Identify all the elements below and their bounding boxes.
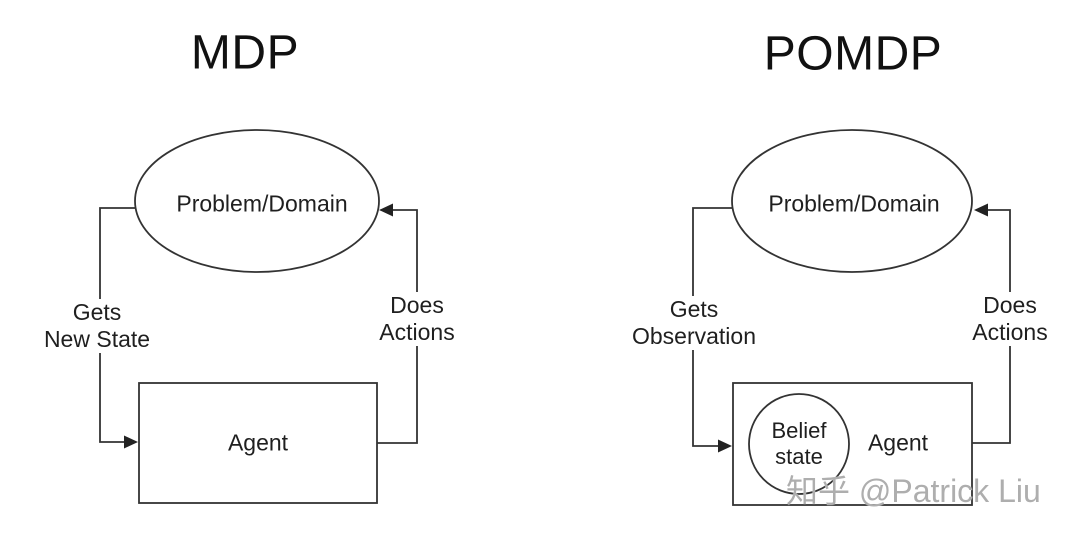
pomdp-gets-observation-line2: Observation — [631, 323, 757, 349]
mdp-agent-box — [138, 382, 378, 504]
pomdp-does-actions-line1: Does — [983, 292, 1037, 318]
zhihu-author-watermark: 知乎 @Patrick Liu — [786, 473, 1041, 509]
pomdp-gets-observation-label: Gets Observation — [628, 296, 760, 350]
mdp-agent-label: Agent — [227, 429, 289, 456]
mdp-does-actions-label: Does Actions — [376, 292, 458, 346]
mdp-gets-new-state-line2: New State — [43, 326, 151, 352]
pomdp-belief-state-line1: Belief — [771, 418, 827, 443]
pomdp-belief-state-label: Belief state — [771, 418, 826, 470]
mdp-does-actions-line2: Actions — [379, 319, 455, 345]
mdp-arrowhead-into-agent — [124, 435, 138, 449]
mdp-title: MDP — [190, 26, 300, 80]
pomdp-problem-domain-label: Problem/Domain — [768, 190, 940, 217]
pomdp-arrowhead-into-domain — [974, 203, 988, 217]
pomdp-does-actions-label: Does Actions — [969, 292, 1051, 346]
mdp-gets-new-state-label: Gets New State — [40, 299, 154, 353]
mdp-gets-new-state-line1: Gets — [72, 299, 122, 325]
pomdp-agent-label: Agent — [867, 429, 929, 456]
mdp-arrowhead-into-domain — [379, 203, 393, 217]
mdp-does-actions-line1: Does — [390, 292, 444, 318]
mdp-problem-domain-label: Problem/Domain — [176, 190, 348, 217]
pomdp-does-actions-line2: Actions — [972, 319, 1048, 345]
pomdp-title: POMDP — [763, 27, 943, 81]
pomdp-gets-observation-line1: Gets — [669, 296, 719, 322]
mdp-problem-domain-ellipse — [134, 129, 380, 273]
pomdp-belief-state-line2: state — [775, 444, 823, 469]
pomdp-problem-domain-ellipse — [731, 129, 973, 273]
pomdp-belief-state-circle — [748, 393, 850, 495]
pomdp-arrowhead-into-agent — [718, 439, 732, 453]
